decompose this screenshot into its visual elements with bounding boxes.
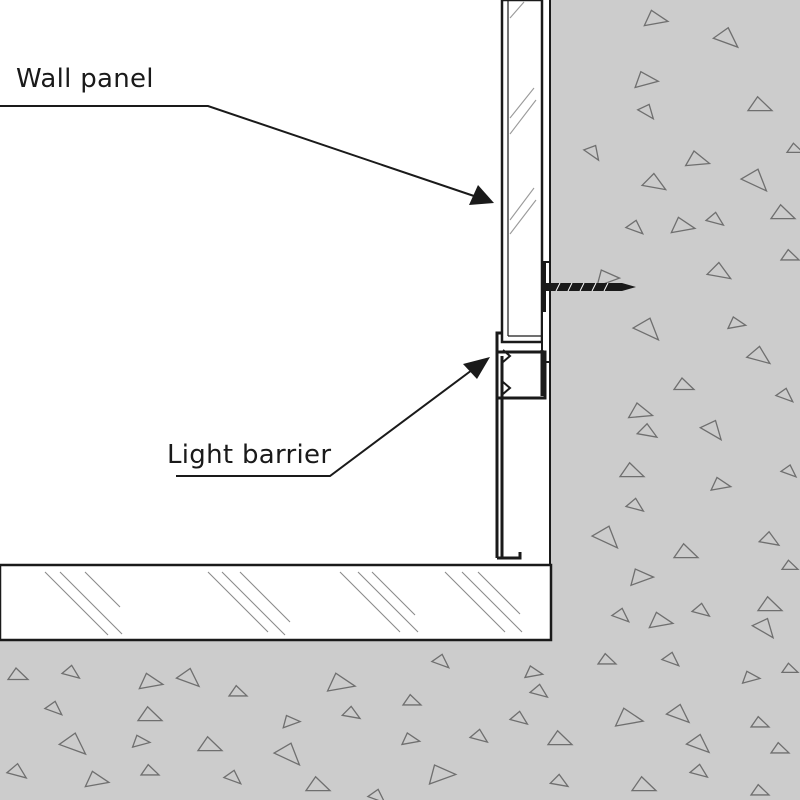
arrow-head-barrier xyxy=(463,357,490,379)
aggregate-triangle xyxy=(304,775,332,792)
aggregate-triangle xyxy=(546,729,574,746)
aggregate-triangle xyxy=(508,710,529,726)
floor-board xyxy=(0,563,553,642)
aggregate-triangle xyxy=(614,707,645,727)
aggregate-triangle xyxy=(672,542,700,559)
aggregate-triangle xyxy=(596,269,622,288)
aggregate-triangle xyxy=(660,651,681,667)
aggregate-triangle xyxy=(6,667,30,681)
aggregate-triangle xyxy=(685,733,711,754)
aggregate-triangle xyxy=(138,672,165,690)
aggregate-triangle xyxy=(84,770,111,788)
aggregate-triangle xyxy=(428,764,458,786)
aggregate-triangle xyxy=(684,150,712,167)
aggregate-triangle xyxy=(757,530,781,547)
aggregate-triangle xyxy=(640,172,668,191)
aggregate-triangle xyxy=(634,70,661,89)
aggregate-triangle xyxy=(769,203,797,220)
aggregate-triangle xyxy=(326,672,357,692)
aggregate-triangle xyxy=(582,144,600,162)
aggregate-triangle xyxy=(430,653,451,669)
callout-light-barrier xyxy=(176,357,490,477)
aggregate-triangle xyxy=(711,26,740,49)
wall-panel-hatching xyxy=(509,1,537,235)
aggregate-triangle xyxy=(57,732,87,756)
aggregate-triangle xyxy=(590,525,619,550)
aggregate-triangle xyxy=(631,317,660,342)
aggregate-triangle xyxy=(636,103,655,121)
aggregate-triangle xyxy=(670,216,697,234)
arrow-head-wall xyxy=(469,185,494,205)
screw-icon xyxy=(541,262,636,312)
light-barrier-profile xyxy=(495,331,547,560)
aggregate-triangle xyxy=(523,665,545,679)
aggregate-triangle xyxy=(665,703,691,724)
aggregate-triangle xyxy=(131,734,152,749)
aggregate-triangle xyxy=(272,742,301,767)
aggregate-triangle xyxy=(690,602,711,618)
aggregate-triangle xyxy=(756,595,784,612)
aggregate-triangle xyxy=(769,741,791,754)
aggregate-triangle xyxy=(196,735,224,752)
aggregate-triangle xyxy=(340,705,362,720)
aggregate-triangle xyxy=(780,559,800,571)
aggregate-triangle xyxy=(468,728,489,744)
aggregate-triangle xyxy=(43,700,64,716)
aggregate-triangle xyxy=(746,95,774,112)
aggregate-triangle xyxy=(780,662,800,674)
aggregate-triangle xyxy=(630,568,656,587)
aggregate-triangle xyxy=(643,9,670,27)
aggregate-triangle xyxy=(745,345,772,365)
aggregate-triangle xyxy=(5,762,28,779)
aggregate-triangle xyxy=(624,497,645,513)
wall-panel-label: Wall panel xyxy=(16,64,154,94)
aggregate-triangle xyxy=(750,617,775,640)
aggregate-triangle xyxy=(222,769,243,785)
aggregate-triangle xyxy=(704,211,725,227)
wall-panel xyxy=(500,0,544,344)
aggregate-triangle xyxy=(401,693,423,706)
aggregate-triangle xyxy=(709,476,733,492)
aggregate-triangle xyxy=(610,607,631,623)
aggregate-triangle xyxy=(60,664,81,680)
aggregate-triangle xyxy=(136,705,164,722)
aggregate-triangle xyxy=(528,683,549,699)
aggregate-triangle xyxy=(282,714,302,729)
aggregate-triangle xyxy=(227,684,249,697)
aggregate-triangle xyxy=(175,667,201,688)
aggregate-triangle xyxy=(739,168,768,193)
aggregate-triangle xyxy=(779,248,800,261)
aggregate-triangle xyxy=(596,652,618,665)
aggregate-triangle xyxy=(548,773,570,788)
light-barrier-label: Light barrier xyxy=(167,440,332,470)
aggregate-triangle xyxy=(774,387,795,403)
aggregate-triangle xyxy=(705,261,733,280)
aggregate-triangle xyxy=(648,611,675,629)
aggregate-triangle xyxy=(624,219,645,235)
aggregate-triangle xyxy=(698,419,723,442)
aggregate-triangle xyxy=(139,763,161,776)
aggregate-triangle xyxy=(785,142,800,154)
concrete-aggregate xyxy=(5,9,800,800)
aggregate-triangle xyxy=(630,775,658,792)
aggregate-triangle xyxy=(779,463,798,479)
aggregate-triangle xyxy=(672,377,696,391)
aggregate-triangle xyxy=(400,732,422,746)
aggregate-triangle xyxy=(627,402,655,419)
callout-wall-panel xyxy=(0,105,494,205)
concrete-floor xyxy=(0,640,800,800)
aggregate-triangle xyxy=(688,763,709,779)
aggregate-triangle xyxy=(741,670,762,685)
floor-board-hatching xyxy=(44,571,523,636)
aggregate-triangle xyxy=(726,316,748,330)
aggregate-triangle xyxy=(749,783,771,796)
aggregate-triangle xyxy=(635,422,659,439)
aggregate-triangle xyxy=(749,715,771,728)
aggregate-triangle xyxy=(618,461,646,478)
